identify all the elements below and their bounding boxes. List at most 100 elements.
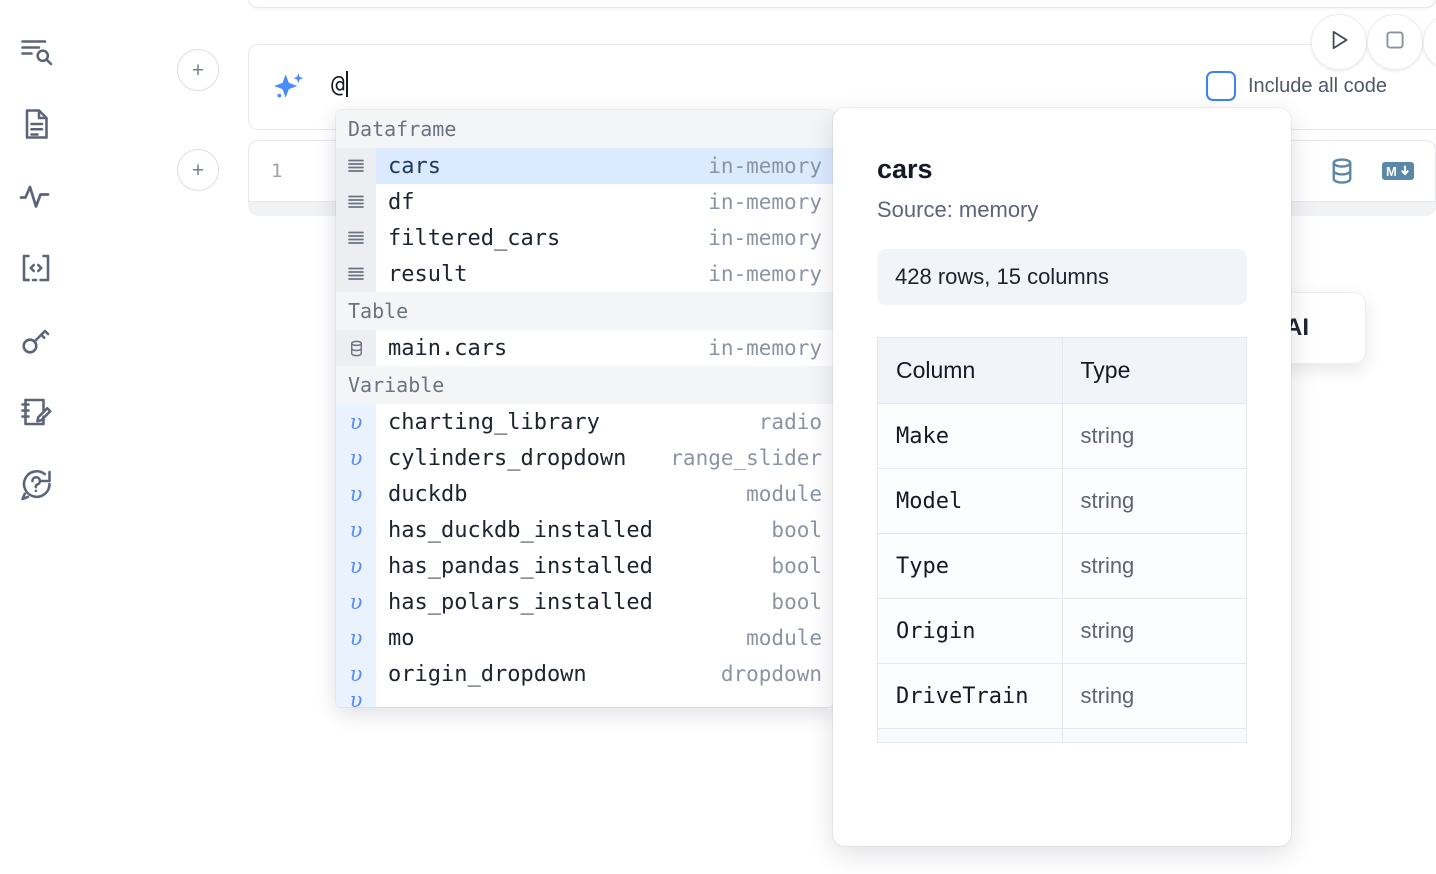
add-cell-below-button[interactable]: + <box>177 149 219 191</box>
schema-table-header-row: Column Type <box>877 337 1247 404</box>
add-cell-above-button[interactable]: + <box>177 49 219 91</box>
database-icon[interactable] <box>1327 156 1357 191</box>
explore-icon <box>18 34 54 70</box>
schema-cell-column: Make <box>877 403 1063 469</box>
autocomplete-item-name: cars <box>388 153 441 179</box>
include-all-code-checkbox[interactable] <box>1206 71 1236 101</box>
autocomplete-item-type: bool <box>771 554 822 578</box>
help-chat-icon <box>18 466 54 502</box>
variable-icon: υ <box>336 692 376 707</box>
autocomplete-item-name: duckdb <box>388 481 468 507</box>
include-all-code-row[interactable]: Include all code <box>1206 71 1387 101</box>
schema-header-column: Column <box>877 337 1063 404</box>
variable-icon: υ <box>336 620 376 656</box>
autocomplete-item-name: has_polars_installed <box>388 589 653 615</box>
table-icon <box>336 330 376 366</box>
variable-icon: υ <box>336 476 376 512</box>
stop-button[interactable] <box>1367 14 1423 70</box>
schema-cell-type: string <box>1061 533 1247 599</box>
schema-cell-type <box>1061 728 1247 743</box>
variable-icon: υ <box>336 656 376 692</box>
autocomplete-item[interactable]: υ has_pandas_installed bool <box>336 548 834 584</box>
autocomplete-item-name: cylinders_dropdown <box>388 445 627 471</box>
code-brackets-icon <box>18 250 54 286</box>
sidebar-item-help[interactable] <box>10 448 62 520</box>
autocomplete-item[interactable]: cars in-memory <box>336 148 834 184</box>
schema-cell-type: string <box>1061 468 1247 534</box>
autocomplete-item-type: module <box>746 626 822 650</box>
autocomplete-item[interactable]: υ has_polars_installed bool <box>336 584 834 620</box>
notepad-edit-icon <box>18 394 54 430</box>
sidebar-item-activity[interactable] <box>10 160 62 232</box>
sidebar-item-notebook[interactable] <box>10 88 62 160</box>
dataframe-icon <box>336 220 376 256</box>
autocomplete-item-name: has_duckdb_installed <box>388 517 653 543</box>
sidebar-item-scratchpad[interactable] <box>10 376 62 448</box>
schema-cell-column: Type <box>877 533 1063 599</box>
autocomplete-item-name: result <box>388 261 468 287</box>
autocomplete-item[interactable]: υ cylinders_dropdown range_slider <box>336 440 834 476</box>
autocomplete-item-partial[interactable]: υ <box>336 692 834 707</box>
autocomplete-item-type: in-memory <box>708 226 822 250</box>
variable-icon: υ <box>336 548 376 584</box>
variable-icon: υ <box>336 584 376 620</box>
variable-icon: υ <box>336 512 376 548</box>
ai-prompt-input[interactable]: @ <box>331 71 348 98</box>
dataframe-icon <box>336 148 376 184</box>
play-icon <box>1326 27 1352 58</box>
autocomplete-item-name: df <box>388 189 415 215</box>
schema-cell-type: string <box>1061 663 1247 729</box>
autocomplete-item-name: has_pandas_installed <box>388 553 653 579</box>
sidebar-item-secrets[interactable] <box>10 304 62 376</box>
schema-header-type: Type <box>1061 337 1247 404</box>
autocomplete-item-type: bool <box>771 518 822 542</box>
ai-prompt-value: @ <box>331 72 345 98</box>
info-panel-title: cars <box>877 154 933 184</box>
autocomplete-group-header: Dataframe <box>336 110 834 148</box>
autocomplete-item-type: in-memory <box>708 154 822 178</box>
completion-info-panel: cars Source: memory 428 rows, 15 columns… <box>833 108 1291 846</box>
document-icon <box>18 106 54 142</box>
info-panel-shape: 428 rows, 15 columns <box>877 249 1247 305</box>
autocomplete-item-type: range_slider <box>670 446 822 470</box>
svg-text:M: M <box>1386 164 1397 179</box>
include-all-code-label: Include all code <box>1248 74 1387 97</box>
plus-icon: + <box>191 58 205 82</box>
autocomplete-item-type: dropdown <box>720 662 822 686</box>
cell-toolbar: M <box>1327 156 1415 191</box>
dataframe-icon <box>336 184 376 220</box>
schema-cell-column <box>877 728 1063 743</box>
schema-cell-column: DriveTrain <box>877 663 1063 729</box>
autocomplete-item-type: in-memory <box>708 336 822 360</box>
autocomplete-item-type: module <box>746 482 822 506</box>
sidebar-rail <box>0 0 72 874</box>
autocomplete-item[interactable]: main.cars in-memory <box>336 330 834 366</box>
autocomplete-item-type: bool <box>771 590 822 614</box>
line-number: 1 <box>271 160 283 182</box>
sidebar-item-snippets[interactable] <box>10 232 62 304</box>
markdown-icon[interactable]: M <box>1381 159 1415 188</box>
sidebar-item-explore[interactable] <box>10 16 62 88</box>
autocomplete-item-name: charting_library <box>388 409 600 435</box>
variable-icon: υ <box>336 440 376 476</box>
autocomplete-item-name: main.cars <box>388 335 508 361</box>
dataframe-icon <box>336 256 376 292</box>
schema-cell-type: string <box>1061 598 1247 664</box>
run-button[interactable] <box>1311 14 1367 70</box>
schema-cell-type: string <box>1061 403 1247 469</box>
autocomplete-item[interactable]: υ has_duckdb_installed bool <box>336 512 834 548</box>
